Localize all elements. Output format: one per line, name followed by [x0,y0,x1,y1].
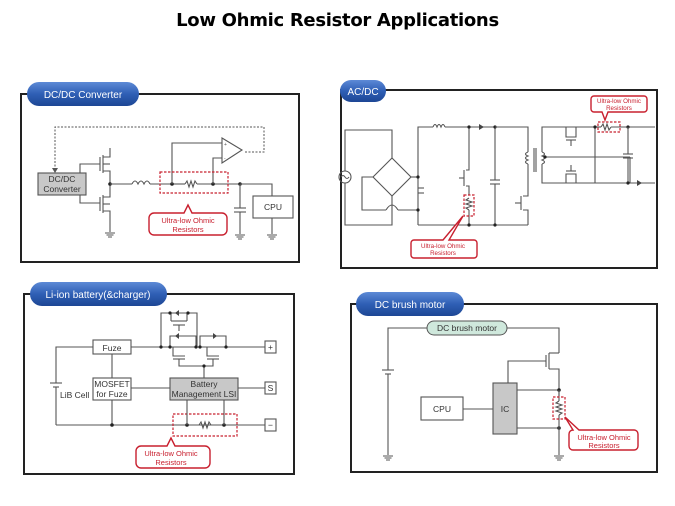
inductor-icon [131,180,151,186]
cpu-block [252,195,294,219]
panel-header: AC/DC [347,87,378,98]
resistor-highlight-box [172,413,238,437]
mosfet-high-icon [99,148,111,184]
svg-text:Ultra-low Ohmic: Ultra-low Ohmic [577,433,631,442]
svg-text:Ultra-low Ohmic: Ultra-low Ohmic [161,216,215,225]
diode-icon [175,333,179,339]
panel-header: DC brush motor [375,300,446,311]
resistor-icon [184,179,198,189]
callout-ultra-low-ohmic: Ultra-low Ohmic Resistors [135,436,211,469]
block-label: CPU [264,202,282,212]
resistor-highlight-box [552,396,566,420]
svg-text:−: − [268,420,273,430]
panel-header: DC/DC Converter [44,90,123,101]
panel-header-pill: DC brush motor [356,292,464,316]
diode-icon [637,180,642,186]
svg-text:+: + [224,142,227,148]
svg-text:Ultra-low Ohmic: Ultra-low Ohmic [144,449,198,458]
svg-text:Resistors: Resistors [155,458,187,467]
panel-header-pill: DC/DC Converter [27,82,139,106]
diode-icon [479,124,484,130]
mosfet-low-icon [99,184,111,232]
resistor-icon [464,197,474,211]
opamp-icon [221,137,244,165]
arrow-icon [52,168,58,173]
terminal-plus [264,340,277,354]
inductor-icon [432,123,446,129]
callout-ultra-low-ohmic: Ultra-low Ohmic Resistors [564,416,639,451]
ic-block [492,382,518,435]
block-label: DC brush motor [437,323,497,333]
callout-ultra-low-ohmic-bottom: Ultra-low Ohmic Resistors [410,215,478,259]
resistor-icon [554,400,564,416]
dcdc-controller-block [37,172,87,196]
panel-dc-brush-motor: DC brush motor DC brush motor IC CPU [350,292,658,473]
block-label: Management LSI [172,389,237,399]
terminal-minus [264,418,277,432]
panel-header: Li-ion battery(&charger) [45,290,150,301]
block-label: IC [501,404,510,414]
callout-ultra-low-ohmic: Ultra-low Ohmic Resistors [148,203,228,236]
block-label: Fuze [103,343,122,353]
block-label: Battery [191,379,219,389]
panel-frame [23,293,295,475]
block-label: MOSFET [94,379,129,389]
panel-frame [340,89,658,269]
terminal-s [264,381,277,395]
panel-dcdc-converter: DC/DC Converter DC/DC Converter [20,82,300,263]
panel-li-ion-battery: Li-ion battery(&charger) Fuze + LiB Cell… [23,282,295,475]
svg-text:-: - [224,156,226,162]
svg-text:Ultra-low Ohmic: Ultra-low Ohmic [421,243,465,250]
block-label: CPU [433,404,451,414]
transformer-primary-icon [524,151,530,165]
feedback-line [54,126,265,170]
block-label: for Fuze [96,389,127,399]
panel-ac-dc: AC/DC [338,80,658,269]
panel-header-pill: AC/DC [340,80,386,102]
diode-icon [175,310,179,316]
block-label: Converter [43,184,80,194]
svg-text:Ultra-low Ohmic: Ultra-low Ohmic [597,98,641,105]
block-label: DC/DC [49,174,76,184]
svg-text:S: S [268,383,274,393]
svg-text:Resistors: Resistors [430,250,456,257]
resistor-icon [600,122,612,132]
svg-text:Resistors: Resistors [172,225,204,234]
resistor-highlight-box [463,194,475,217]
page-title: Low Ohmic Resistor Applications [176,10,499,31]
panel-header-pill: Li-ion battery(&charger) [30,282,167,306]
svg-text:+: + [268,342,273,352]
resistor-highlight-box [159,171,229,194]
callout-ultra-low-ohmic-top: Ultra-low Ohmic Resistors [590,95,648,122]
svg-text:Resistors: Resistors [606,105,632,112]
svg-text:Resistors: Resistors [588,441,620,450]
bridge-rectifier-icon [372,157,412,197]
lib-cell-label: LiB Cell [60,390,89,400]
diode-icon [213,333,217,339]
resistor-icon [198,420,212,430]
